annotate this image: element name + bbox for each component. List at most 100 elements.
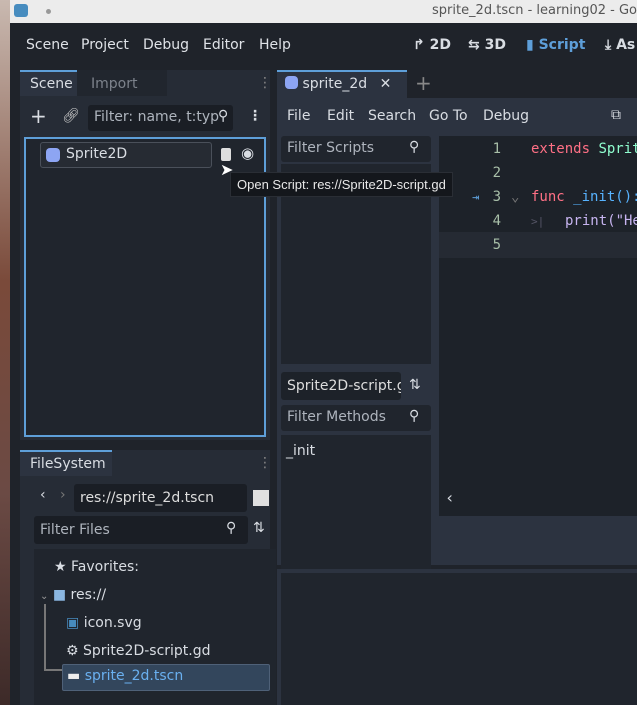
workspace-script-button[interactable]: ▮ Script [526,37,585,53]
open-script-icon[interactable] [221,148,231,161]
close-icon[interactable]: ✕ [379,76,392,92]
menu-help[interactable]: Help [259,37,291,53]
search-icon: ⚲ [409,408,420,424]
line-number: 2 [492,165,501,181]
godot-logo-icon [14,4,28,17]
tree-guide [44,669,64,671]
tab-indent-icon: >| [531,215,545,228]
workspace-2d-button[interactable]: ↱ 2D [413,37,451,53]
filter-scripts-input[interactable]: Filter Scripts [281,136,431,162]
label-3d: 3D [484,37,506,53]
open-script-tooltip: Open Script: res://Sprite2D-script.gd [230,172,453,197]
sprite2d-icon [285,76,298,89]
search-icon: ⚲ [226,520,237,536]
tab-sprite-2d[interactable]: sprite_2d ✕ [277,70,407,98]
script-editor-panel: File Edit Search Go To Debug ⧉ Filter Sc… [277,98,637,580]
dot-icon [46,9,51,14]
tab-scene[interactable]: Scene [20,70,77,96]
tab-import[interactable]: Import [77,70,167,96]
dock-menu-icon[interactable]: ⋮ [258,455,272,471]
favorites-label: Favorites: [71,559,139,575]
add-tab-icon[interactable]: + [415,71,432,95]
keyword: func [531,189,565,205]
filter-methods-input[interactable]: Filter Methods [281,405,431,431]
folder-label: res:// [70,587,107,603]
menu-search[interactable]: Search [368,108,417,124]
bottom-panel [277,569,637,705]
folder-res[interactable]: ⌄ ■ res:// [40,587,106,603]
chevron-down-icon: ⌄ [40,591,49,602]
svg-icon: ▣ [66,615,80,631]
line-number: 3 [492,189,501,205]
filesystem-dock: FileSystem ⋮ ‹ › res://sprite_2d.tscn Fi… [20,450,276,705]
more-icon[interactable]: ⋮ [248,108,262,124]
file-label: icon.svg [83,615,142,631]
menu-goto[interactable]: Go To [429,108,468,124]
line-number: 1 [492,141,501,157]
method-item[interactable]: _init [286,443,316,459]
search-icon: ⚲ [409,139,420,155]
line-number: 4 [492,213,501,229]
sprite2d-icon [46,148,60,162]
tree-guide [44,604,46,670]
tree-item-sprite2d[interactable]: Sprite2D [40,142,212,168]
search-icon: ⚲ [218,108,229,124]
scene-clapper-icon: ▬ [67,668,81,684]
link-icon[interactable]: 🔗︎ [62,108,80,124]
collapse-left-icon[interactable]: ‹ [445,488,455,507]
tab-label: sprite_2d [302,76,368,92]
dock-menu-icon[interactable]: ⋮ [258,75,272,91]
menu-scene[interactable]: Scene [26,37,69,53]
mouse-cursor-icon: ➤ [220,160,234,179]
add-node-icon[interactable]: + [30,104,47,128]
sort-icon[interactable]: ⇅ [253,520,265,536]
line-number: 5 [492,237,501,253]
scene-dock: Scene Import ⋮ + 🔗︎ Filter: name, t:typ … [20,70,272,440]
forward-icon[interactable]: › [60,487,66,503]
menu-file[interactable]: File [287,108,311,124]
current-script-field[interactable]: Sprite2D-script.gd [281,372,401,400]
code-text: print("He [565,213,637,229]
back-icon[interactable]: ‹ [40,487,46,503]
file-label: sprite_2d.tscn [84,668,184,684]
scene-tree: Sprite2D ◉ [24,137,266,437]
filter-files-input[interactable]: Filter Files [34,516,248,544]
visibility-eye-icon[interactable]: ◉ [241,144,255,162]
menu-debug[interactable]: Debug [483,108,530,124]
external-link-icon[interactable]: ⧉ [611,107,621,123]
method-list: _init [281,435,431,580]
code-editor[interactable]: 1 2 3 4 5 ⇥ ⌄ >| extends Sprit func _ini… [439,136,637,516]
label-assetlib: As [616,37,636,53]
path-field[interactable]: res://sprite_2d.tscn [74,484,247,512]
toggle-view-icon[interactable] [253,490,269,506]
gear-icon: ⚙ [66,643,79,659]
current-line-highlight [439,232,637,258]
workspace-3d-button[interactable]: ⇆ 3D [468,37,506,53]
menu-project[interactable]: Project [81,37,129,53]
script-icon: ▮ [526,37,534,53]
tab-filesystem[interactable]: FileSystem [20,450,112,476]
folder-icon: ■ [52,587,67,603]
script-list [281,164,431,364]
menu-edit[interactable]: Edit [327,108,355,124]
workspace-assetlib-button[interactable]: ⤓ As [605,37,636,53]
window-title: sprite_2d.tscn - learning02 - Go [431,3,637,18]
title-bar: sprite_2d.tscn - learning02 - Go [10,0,637,23]
label-2d: 2D [429,37,451,53]
file-item-selected[interactable]: ▬ sprite_2d.tscn [62,664,270,691]
sort-icon[interactable]: ⇅ [409,377,421,393]
bottom-panel-content [281,573,637,705]
connected-signal-icon[interactable]: ⇥ [472,190,480,204]
editor-window: Scene Project Debug Editor Help ↱ 2D ⇆ 3… [10,23,637,705]
menu-debug[interactable]: Debug [143,37,190,53]
file-item[interactable]: ▣ icon.svg [66,615,142,631]
file-tree: ★ Favorites: ⌄ ■ res:// ▣ icon.svg ⚙ Spr… [34,549,276,705]
favorites-item[interactable]: ★ Favorites: [54,559,139,575]
code-text: Sprit [590,141,637,157]
file-item[interactable]: ⚙ Sprite2D-script.gd [66,643,211,659]
code-text: _init(): [564,189,637,205]
fold-chevron-icon[interactable]: ⌄ [511,189,520,205]
scene-filter-input[interactable]: Filter: name, t:typ [88,105,233,131]
menu-editor[interactable]: Editor [203,37,245,53]
node-name: Sprite2D [66,146,128,162]
